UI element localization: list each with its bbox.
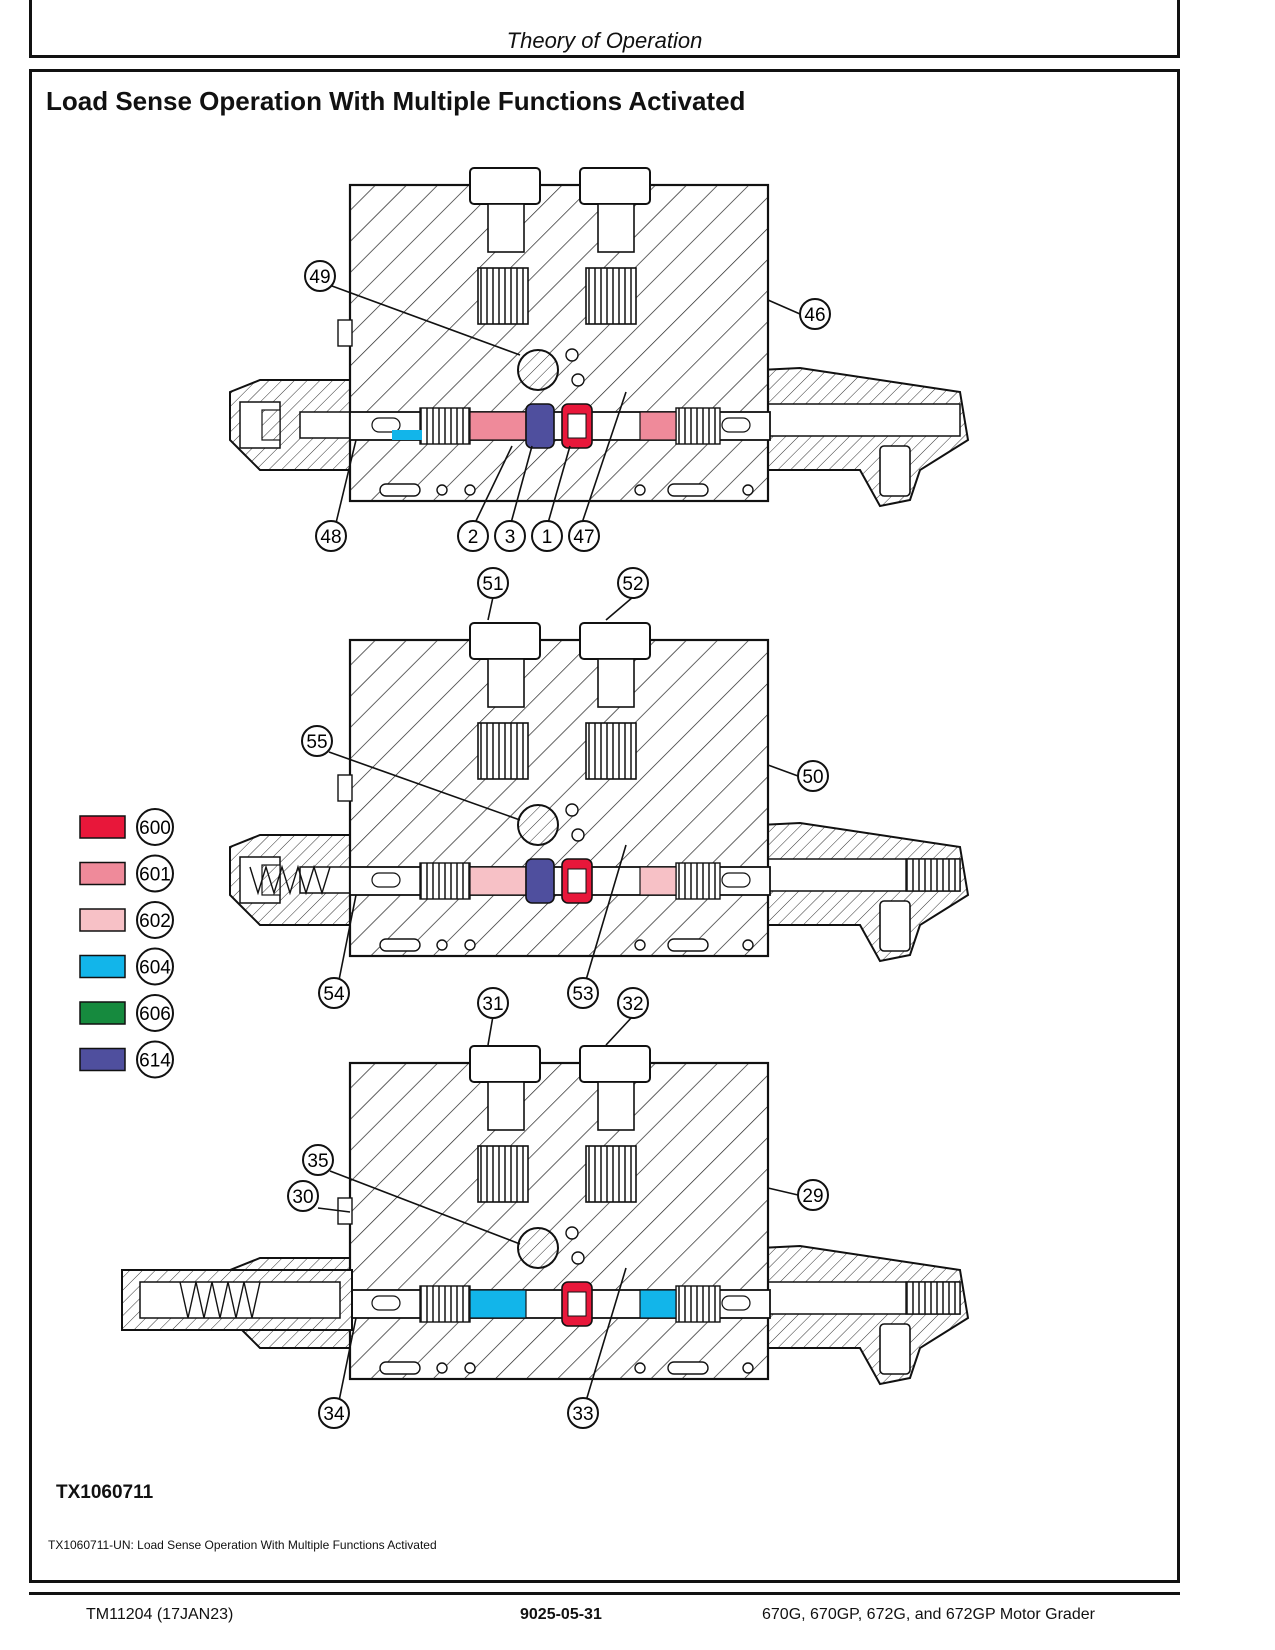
legend-code: 606	[139, 1004, 171, 1025]
svg-text:55: 55	[306, 732, 327, 753]
legend-swatch	[79, 861, 126, 886]
callout-49: 49	[304, 260, 336, 292]
svg-text:2: 2	[468, 527, 479, 548]
callout-54: 54	[318, 977, 350, 1009]
callout-31: 31	[477, 987, 509, 1019]
callout-52: 52	[617, 567, 649, 599]
callout-47: 47	[568, 520, 600, 552]
legend-item-600: 600	[79, 808, 174, 846]
section-title: Theory of Operation	[506, 28, 703, 53]
leader-lines	[317, 285, 801, 1402]
svg-text:49: 49	[309, 267, 330, 288]
callout-2: 2	[457, 520, 489, 552]
legend-swatch	[79, 815, 126, 839]
callout-46: 46	[799, 298, 831, 330]
valve-section-3	[121, 1044, 970, 1386]
svg-text:3: 3	[505, 527, 516, 548]
svg-text:34: 34	[323, 1404, 345, 1425]
svg-text:31: 31	[482, 994, 503, 1015]
legend-item-614: 614	[79, 1040, 174, 1079]
legend-code: 604	[139, 958, 171, 979]
callout-51: 51	[477, 567, 509, 599]
legend-code: 601	[139, 865, 171, 886]
svg-text:32: 32	[622, 994, 643, 1015]
svg-text:33: 33	[572, 1404, 593, 1425]
callout-3: 3	[494, 520, 526, 552]
callout-32: 32	[617, 987, 649, 1019]
footer-model: 670G, 670GP, 672G, and 672GP Motor Grade…	[762, 1606, 1095, 1623]
legend-swatch	[79, 1047, 126, 1072]
valve-section-2	[228, 621, 970, 963]
figure-id: TX1060711	[56, 1482, 154, 1503]
svg-text:51: 51	[482, 574, 503, 595]
legend-code: 600	[139, 818, 171, 839]
figure-box: Load Sense Operation With Multiple Funct…	[29, 69, 1180, 1583]
svg-text:54: 54	[323, 984, 345, 1005]
legend-item-601: 601	[79, 854, 174, 893]
header-box: Theory of Operation	[29, 0, 1180, 58]
svg-text:29: 29	[802, 1186, 823, 1207]
svg-text:30: 30	[292, 1187, 313, 1208]
legend-item-606: 606	[79, 994, 174, 1032]
callout-48: 48	[315, 520, 347, 552]
svg-text:46: 46	[804, 305, 825, 326]
svg-text:52: 52	[622, 574, 643, 595]
figure-caption: TX1060711-UN: Load Sense Operation With …	[48, 1538, 437, 1552]
legend-swatch	[79, 954, 126, 979]
callout-30: 30	[287, 1180, 319, 1212]
svg-text:47: 47	[573, 527, 594, 548]
footer-manual-id: TM11204 (17JAN23)	[86, 1606, 234, 1623]
valve-section-1	[228, 166, 970, 508]
callout-35: 35	[302, 1144, 334, 1176]
callout-1: 1	[531, 520, 563, 552]
svg-text:1: 1	[542, 527, 553, 548]
footer-page-number: 9025-05-31	[520, 1606, 602, 1623]
footer-rule	[29, 1592, 1180, 1595]
legend-swatch	[79, 908, 126, 932]
legend-code: 602	[139, 911, 171, 932]
svg-text:50: 50	[802, 767, 823, 788]
svg-text:53: 53	[572, 984, 593, 1005]
figure-title: Load Sense Operation With Multiple Funct…	[46, 86, 746, 116]
callout-50: 50	[797, 760, 829, 792]
svg-text:35: 35	[307, 1151, 328, 1172]
svg-text:48: 48	[320, 527, 341, 548]
callout-53: 53	[567, 977, 599, 1009]
legend-swatch	[79, 1001, 126, 1025]
color-legend: 600 601 602 604 606 614	[79, 808, 174, 1079]
callout-55: 55	[301, 725, 333, 757]
legend-item-604: 604	[79, 947, 174, 986]
legend-item-602: 602	[79, 901, 174, 939]
callout-29: 29	[797, 1179, 829, 1211]
callout-33: 33	[567, 1397, 599, 1429]
callout-34: 34	[318, 1397, 350, 1429]
callouts: 49 46 48 2 3 1 47 51 52 55 50 54 53 31 3…	[287, 260, 831, 1429]
legend-code: 614	[139, 1051, 171, 1072]
